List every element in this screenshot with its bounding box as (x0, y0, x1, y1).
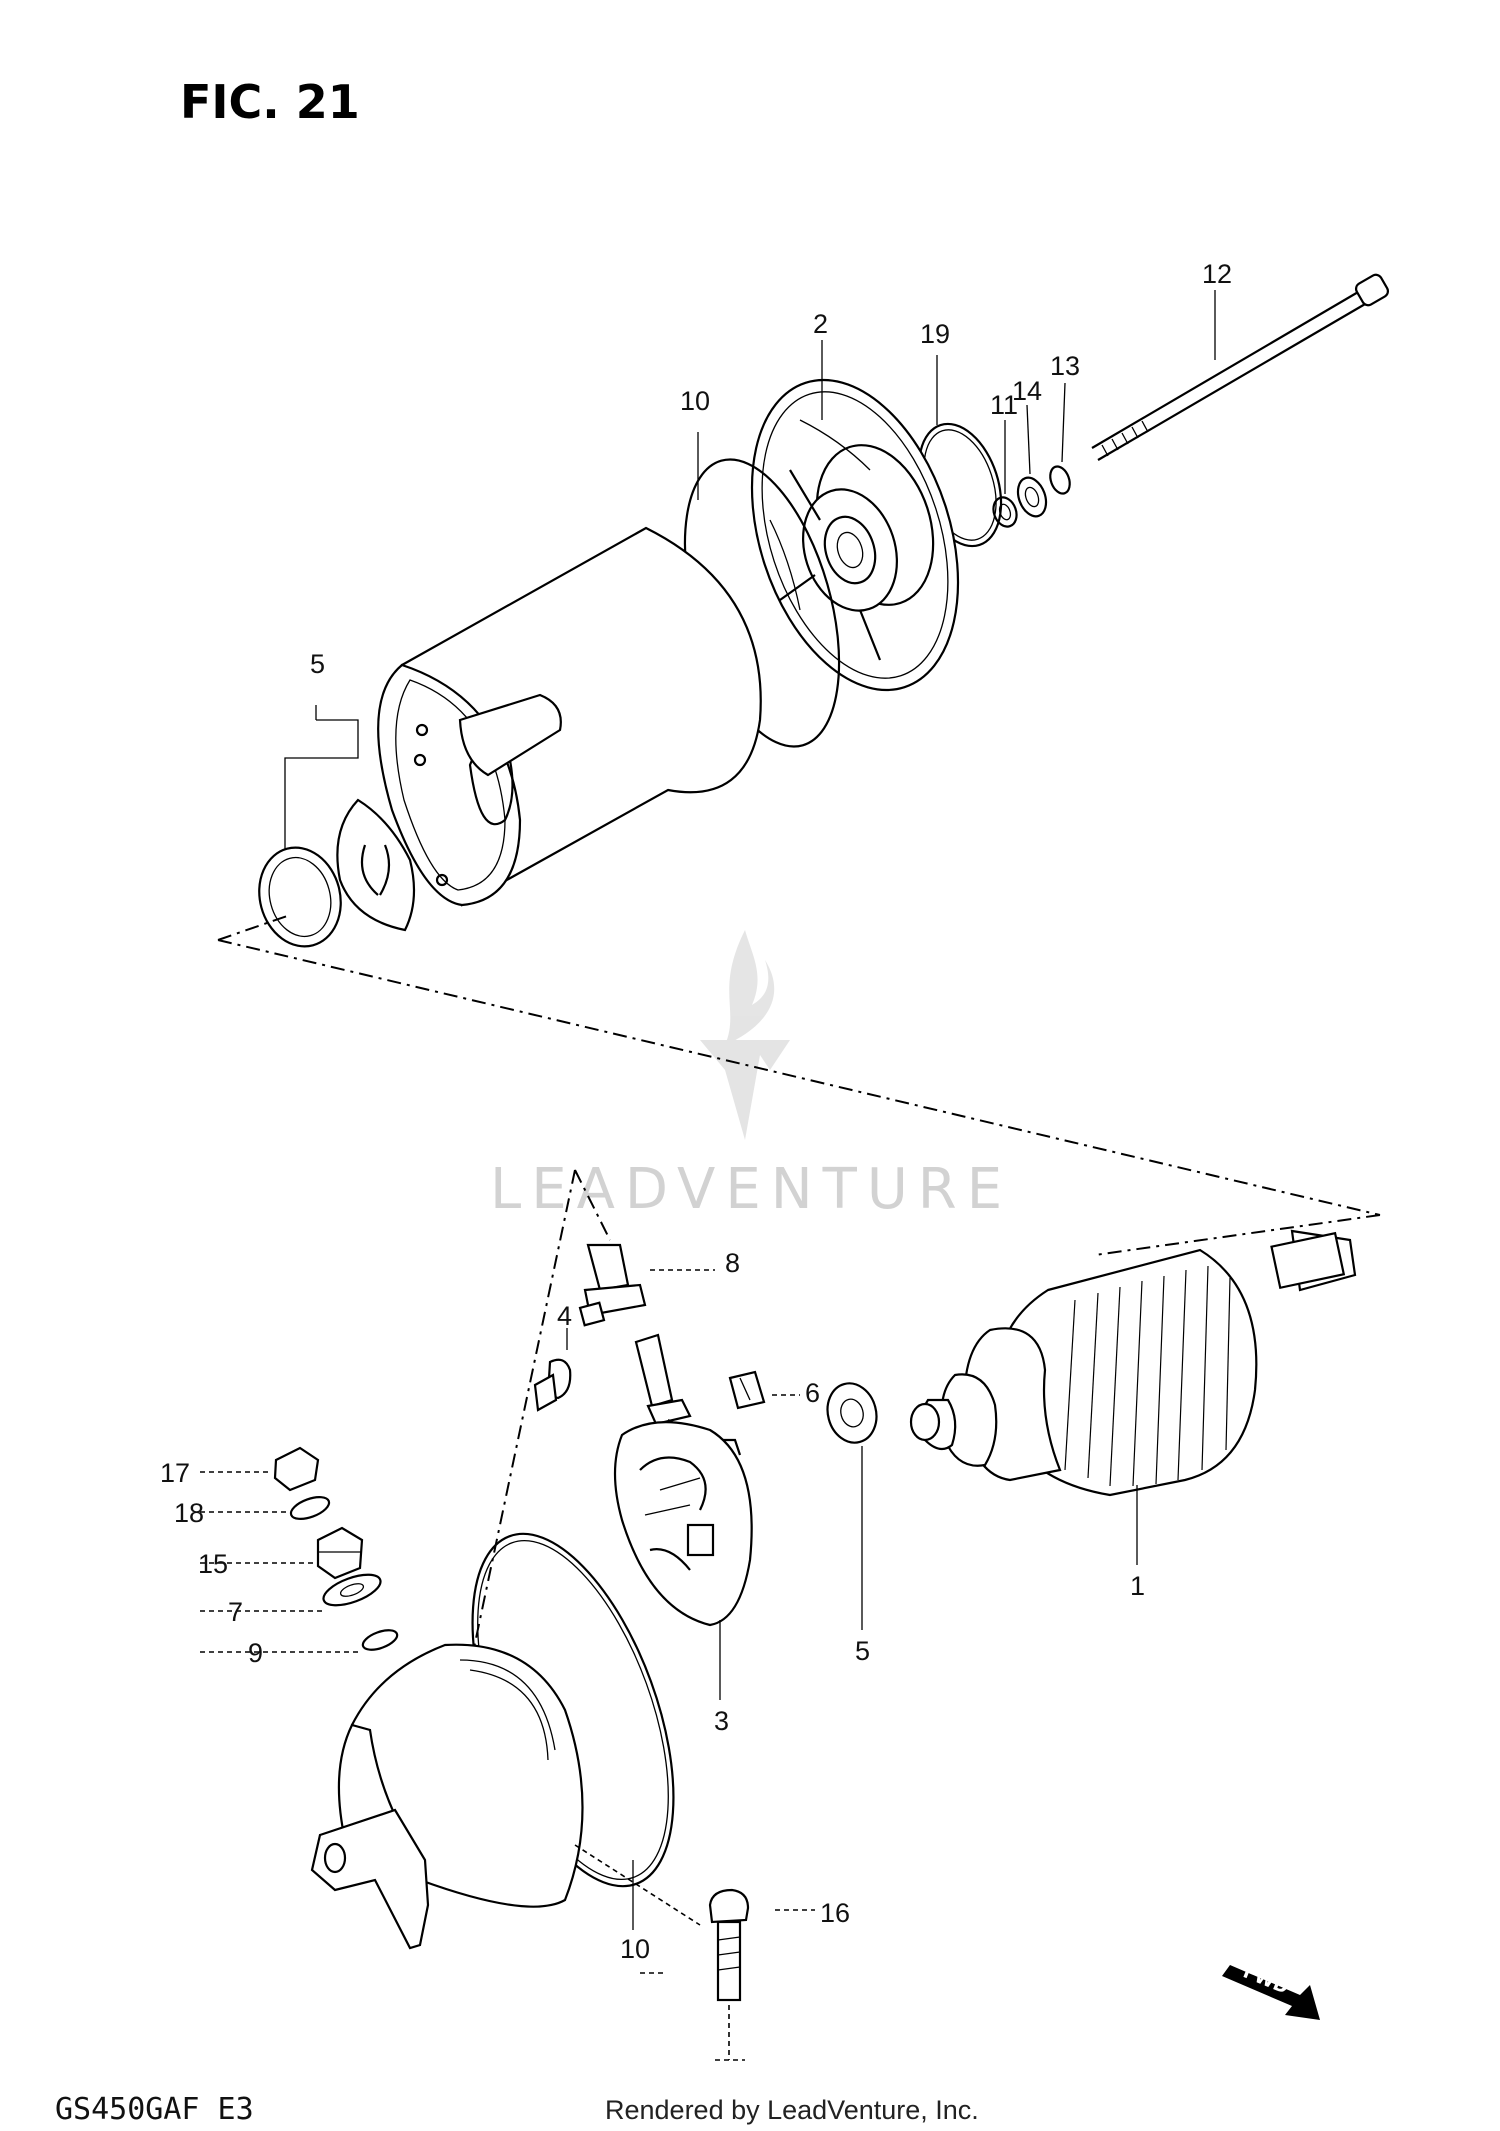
callout-17: 17 (160, 1458, 190, 1488)
callout-2: 2 (813, 309, 828, 339)
callout-8: 8 (725, 1248, 740, 1278)
callout-19: 19 (920, 319, 950, 349)
part-18-washer (289, 1496, 331, 1520)
callout-5-lower: 5 (855, 1636, 870, 1666)
callout-16: 16 (820, 1898, 850, 1928)
callout-18: 18 (174, 1498, 204, 1528)
figure-title: FIC. 21 (180, 75, 360, 129)
model-code: GS450GAF E3 (55, 2092, 254, 2127)
callout-1: 1 (1130, 1571, 1145, 1601)
part-5-lower-washer (826, 1382, 878, 1444)
rear-cover (310, 1643, 584, 1950)
watermark-text: LEADVENTURE (490, 1157, 1012, 1222)
part-2-end-housing (750, 378, 960, 692)
part-3-brush-plate (613, 1421, 753, 1627)
part-15-nut (316, 1526, 364, 1580)
callout-15: 15 (198, 1549, 228, 1579)
part-11-washer (992, 496, 1018, 528)
part-17-nut (273, 1446, 320, 1492)
callout-12: 12 (1202, 259, 1232, 289)
callout-13: 13 (1050, 351, 1080, 381)
part-16-screw (708, 1888, 750, 2061)
part-8-brush (578, 1243, 647, 1327)
part-6-brush-lead (634, 1333, 766, 1456)
part-7-washer (322, 1573, 382, 1607)
part-12-through-bolt (1091, 273, 1390, 461)
part-13-washer (1049, 465, 1071, 495)
callout-6: 6 (805, 1378, 820, 1408)
callout-5-upper: 5 (310, 649, 325, 679)
callout-10-lower: 10 (620, 1934, 650, 1964)
callout-7: 7 (228, 1597, 243, 1627)
part-4-screw (533, 1358, 572, 1412)
part-5-upper-washers (258, 798, 416, 948)
callout-4: 4 (557, 1301, 572, 1331)
part-9-washer (361, 1629, 399, 1651)
callout-3: 3 (714, 1706, 729, 1736)
part-1-armature (909, 1229, 1357, 1497)
assembly-guide-line (217, 914, 1381, 1786)
callout-11: 11 (990, 390, 1018, 420)
part-14-washer (1016, 476, 1048, 518)
starter-yoke (377, 526, 762, 907)
callout-10-upper: 10 (680, 386, 710, 416)
fwd-arrow-icon: FWD (1222, 1961, 1320, 2020)
callout-9: 9 (248, 1638, 263, 1668)
callout-14: 14 (1012, 376, 1042, 406)
render-credit: Rendered by LeadVenture, Inc. (605, 2095, 979, 2125)
leadventure-watermark (700, 930, 790, 1140)
